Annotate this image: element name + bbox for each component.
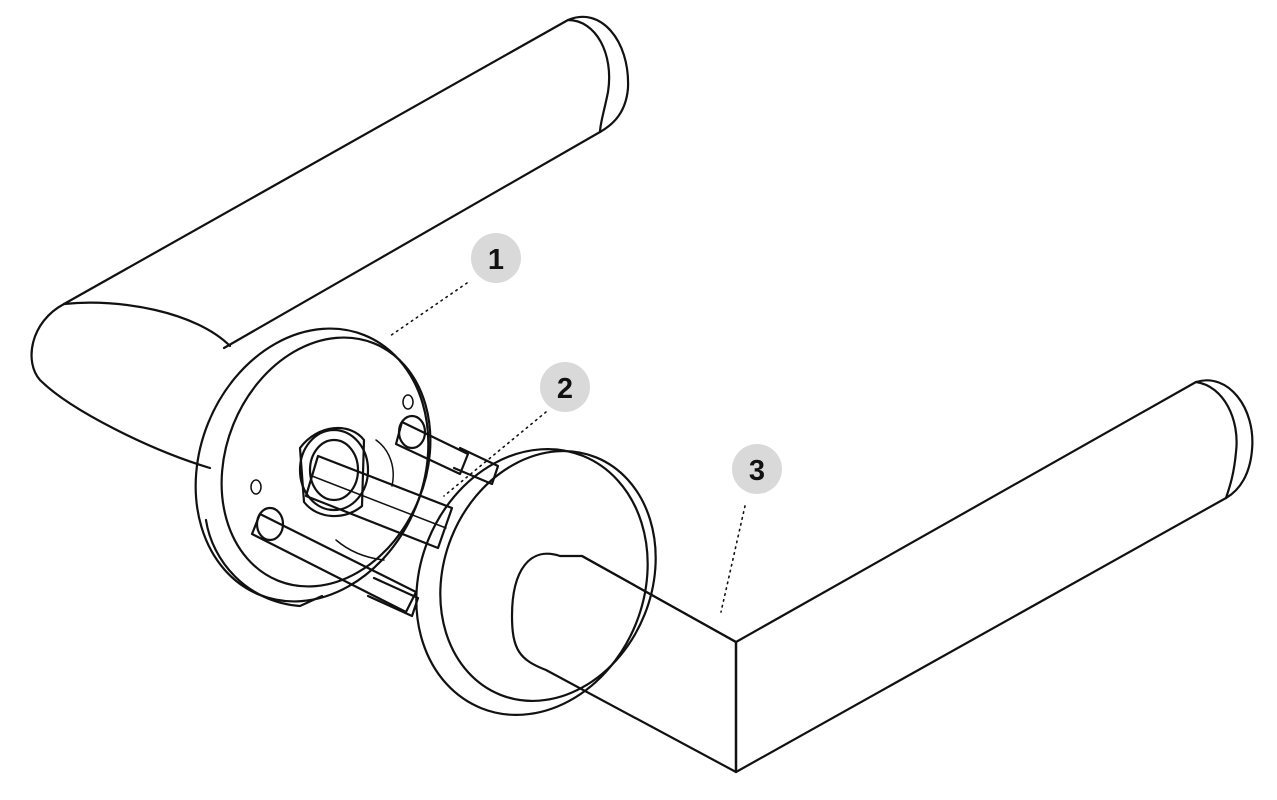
lower-screw bbox=[250, 506, 420, 618]
front-rosette bbox=[415, 448, 657, 716]
front-lever-handle bbox=[510, 379, 1254, 774]
callout-1: 1 bbox=[471, 233, 521, 283]
spindle-mechanism bbox=[250, 414, 500, 618]
leader-line-1 bbox=[389, 282, 468, 337]
back-lever-handle bbox=[30, 15, 630, 470]
upper-screw bbox=[394, 414, 500, 486]
back-rosette bbox=[194, 327, 432, 608]
leader-line-2 bbox=[443, 411, 547, 497]
callout-3: 3 bbox=[732, 444, 782, 494]
callout-2-label: 2 bbox=[557, 373, 573, 405]
callout-2: 2 bbox=[540, 362, 590, 412]
callout-3-label: 3 bbox=[749, 455, 765, 487]
leader-line-3 bbox=[720, 505, 746, 613]
callout-1-label: 1 bbox=[488, 244, 504, 276]
leader-lines bbox=[389, 282, 746, 613]
